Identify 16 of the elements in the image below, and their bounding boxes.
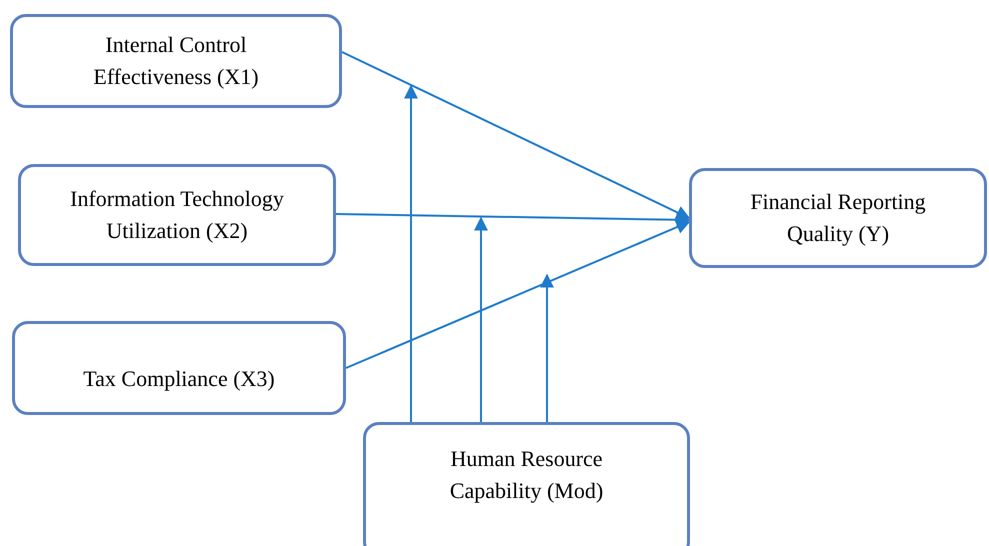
variable-label: Internal Control Effectiveness (X1) xyxy=(92,31,260,91)
arrow xyxy=(474,216,488,422)
arrow xyxy=(346,220,690,369)
variable-label: Information Technology Utilization (X2) xyxy=(69,185,285,245)
arrow xyxy=(404,84,418,422)
variable-box xyxy=(363,422,690,546)
variable-label: Financial Reporting Quality (Y) xyxy=(749,188,927,248)
variable-label: Tax Compliance (X3) xyxy=(83,365,275,393)
variable-box xyxy=(18,164,336,266)
arrow xyxy=(342,51,690,219)
variable-label: Human Resource Capability (Mod) xyxy=(448,445,604,505)
variable-box xyxy=(12,321,346,415)
arrow xyxy=(336,212,690,227)
arrow xyxy=(540,274,554,422)
variable-box xyxy=(10,14,342,108)
variable-box xyxy=(689,168,987,268)
